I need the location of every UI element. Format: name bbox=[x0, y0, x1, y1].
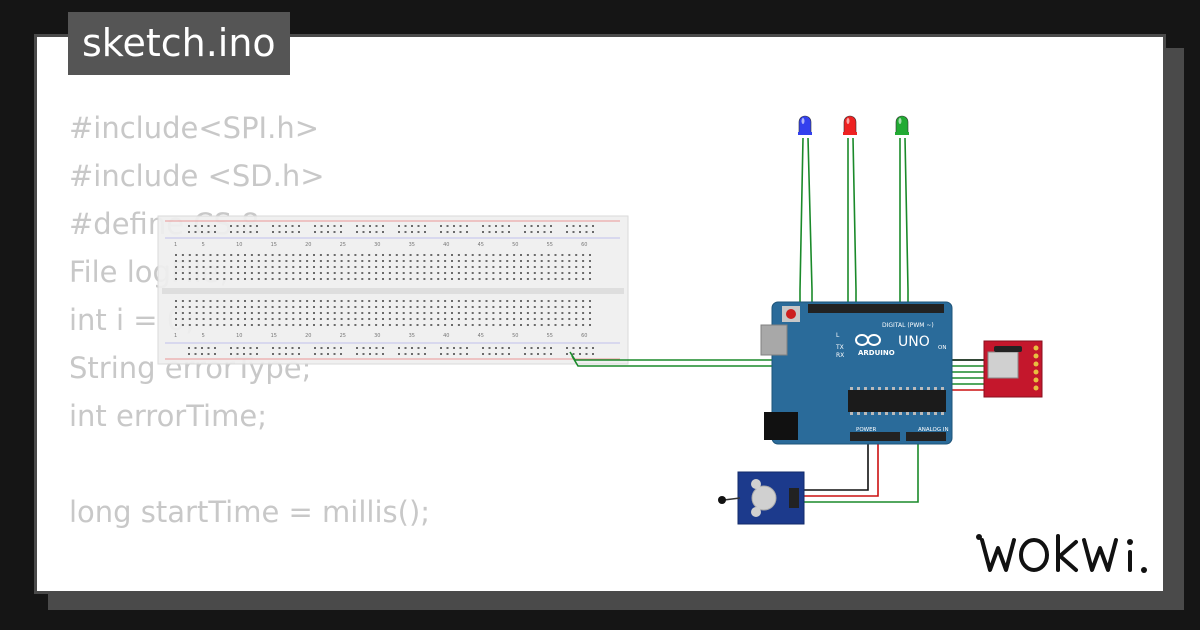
led-group bbox=[798, 115, 909, 135]
digital-header bbox=[808, 304, 944, 313]
on-label: ON bbox=[938, 345, 946, 351]
thermistor-leads bbox=[723, 497, 741, 501]
usb-port bbox=[760, 324, 788, 356]
wire-blue-led-cathode bbox=[807, 137, 813, 304]
breadboard-column-number: 40 bbox=[443, 333, 449, 339]
arduino-uno[interactable]: DIGITAL (PWM ~) POWER ANALOG IN TX RX ON… bbox=[760, 301, 953, 445]
breadboard-column-number: 30 bbox=[374, 333, 380, 339]
breadboard-column-number: 15 bbox=[271, 242, 277, 248]
breadboard-column-number: 50 bbox=[512, 242, 518, 248]
atmega-pins bbox=[850, 387, 944, 415]
led-red[interactable] bbox=[843, 115, 857, 135]
breadboard-column-number: 35 bbox=[409, 333, 415, 339]
tx-label: TX bbox=[835, 344, 844, 351]
arduino-logo-infinity bbox=[855, 334, 881, 346]
wire-green-led-cathode bbox=[904, 137, 909, 304]
wire-vcc-sensor bbox=[800, 436, 879, 497]
breadboard-column-number: 5 bbox=[202, 333, 205, 339]
wire-sensor-signal bbox=[800, 436, 919, 503]
breadboard-column-number: 15 bbox=[271, 333, 277, 339]
led-green[interactable] bbox=[895, 115, 909, 135]
breadboard-column-number: 20 bbox=[305, 242, 311, 248]
breadboard-column-number: 35 bbox=[409, 242, 415, 248]
led-blue[interactable] bbox=[798, 115, 812, 135]
breadboard-column-number: 25 bbox=[340, 242, 346, 248]
breadboard-column-number: 60 bbox=[581, 242, 587, 248]
breadboard-column-number: 40 bbox=[443, 242, 449, 248]
atmega-chip bbox=[848, 390, 946, 412]
wire-blue-led-anode bbox=[799, 137, 804, 304]
code-line: #include <SD.h> bbox=[69, 159, 325, 193]
breadboard-column-number: 45 bbox=[478, 333, 484, 339]
sd-module-pins bbox=[1033, 345, 1039, 391]
breadboard-column-number: 1 bbox=[174, 242, 177, 248]
wire-gnd-sensor bbox=[800, 436, 869, 491]
reset-button-cap bbox=[786, 309, 796, 319]
wokwi-logo bbox=[976, 534, 1147, 573]
code-line: long startTime = millis(); bbox=[69, 495, 431, 529]
breadboard-column-number: 60 bbox=[581, 333, 587, 339]
breadboard-column-number: 20 bbox=[305, 333, 311, 339]
breadboard-column-number: 55 bbox=[547, 333, 553, 339]
code-line: #include<SPI.h> bbox=[69, 111, 320, 145]
breadboard-column-number: 25 bbox=[340, 333, 346, 339]
breadboard-column-number: 45 bbox=[478, 242, 484, 248]
thermistor-bead bbox=[718, 496, 726, 504]
code-line: int errorTime; bbox=[69, 399, 267, 433]
arduino-brand: ARDUINO bbox=[858, 349, 895, 357]
breadboard-column-number: 50 bbox=[512, 333, 518, 339]
breadboard-column-number: 55 bbox=[547, 242, 553, 248]
wire-breadboard-2 bbox=[571, 355, 985, 367]
analog-label: ANALOG IN bbox=[918, 427, 949, 433]
wire-red-led-cathode bbox=[852, 137, 857, 304]
breadboard-column-number: 1 bbox=[174, 333, 177, 339]
breadboard-holes bbox=[175, 254, 591, 326]
breadboard-column-number: 30 bbox=[374, 242, 380, 248]
temperature-sensor-module[interactable] bbox=[718, 471, 805, 525]
breadboard-column-number: 10 bbox=[236, 242, 242, 248]
breadboard-power-rails bbox=[188, 225, 594, 355]
analog-header bbox=[906, 432, 946, 441]
breadboard-column-number: 10 bbox=[236, 333, 242, 339]
sd-card-module[interactable] bbox=[983, 340, 1043, 398]
power-header bbox=[850, 432, 900, 441]
board-name: UNO bbox=[898, 334, 930, 350]
l-label: L bbox=[836, 332, 840, 339]
power-label: POWER bbox=[856, 427, 877, 433]
power-jack bbox=[764, 412, 798, 440]
file-tab[interactable]: sketch.ino bbox=[68, 12, 290, 75]
digital-label: DIGITAL (PWM ~) bbox=[882, 322, 934, 329]
breadboard-column-number: 5 bbox=[202, 242, 205, 248]
rx-label: RX bbox=[836, 352, 844, 359]
